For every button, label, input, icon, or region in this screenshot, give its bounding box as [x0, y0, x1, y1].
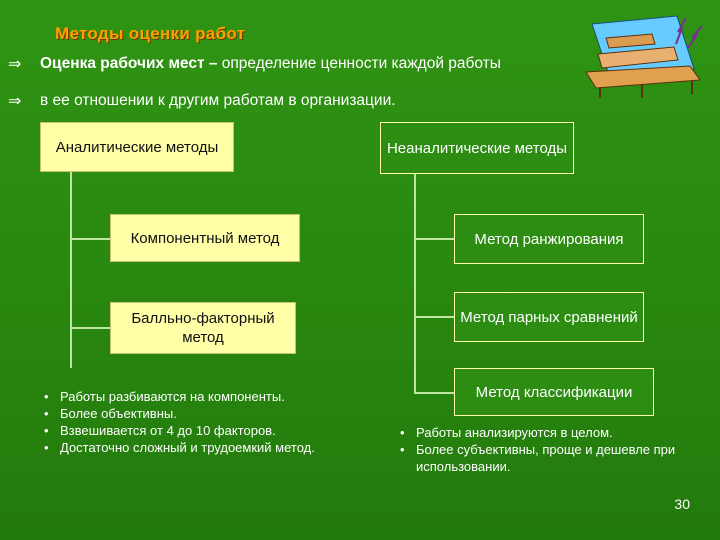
classroom-desks-icon [582, 14, 712, 104]
implies-arrow-icon-2: ⇒ [8, 93, 22, 110]
nonanalytic-tree-line [414, 174, 416, 394]
intro-line-1-bold: Оценка рабочих мест – [40, 55, 218, 72]
analytic-branch-1 [70, 238, 110, 240]
list-item: Более субъективны, проще и дешевле при и… [400, 441, 680, 475]
list-item: Достаточно сложный и трудоемкий метод. [44, 439, 334, 456]
intro-line-1-rest: определение ценности каждой работы [217, 55, 501, 72]
paired-comparison-method-box: Метод парных сравнений [454, 292, 644, 342]
nonanalytic-branch-3 [414, 392, 454, 394]
nonanalytic-branch-1 [414, 238, 454, 240]
classification-method-box: Метод классификации [454, 368, 654, 416]
analytic-methods-header: Аналитические методы [40, 122, 234, 172]
list-item: Взвешивается от 4 до 10 факторов. [44, 422, 334, 439]
nonanalytic-branch-2 [414, 316, 454, 318]
slide-title: Методы оценки работ [55, 24, 246, 43]
nonanalytic-bullets: Работы анализируются в целом. Более субъ… [400, 424, 680, 475]
list-item: Работы разбиваются на компоненты. [44, 388, 334, 405]
ranking-method-box: Метод ранжирования [454, 214, 644, 264]
analytic-tree-line [70, 172, 72, 368]
point-factor-method-box: Балльно-факторный метод [110, 302, 296, 354]
intro-line-1: Оценка рабочих мест – определение ценнос… [40, 55, 501, 73]
intro-line-2: в ее отношении к другим работам в органи… [40, 92, 396, 109]
analytic-branch-2 [70, 327, 110, 329]
implies-arrow-icon: ⇒ [8, 56, 22, 73]
list-item: Работы анализируются в целом. [400, 424, 680, 441]
nonanalytic-methods-header: Неаналитические методы [380, 122, 574, 174]
component-method-box: Компонентный метод [110, 214, 300, 262]
analytic-bullets: Работы разбиваются на компоненты. Более … [44, 388, 334, 456]
list-item: Более объективны. [44, 405, 334, 422]
page-number: 30 [674, 496, 690, 512]
